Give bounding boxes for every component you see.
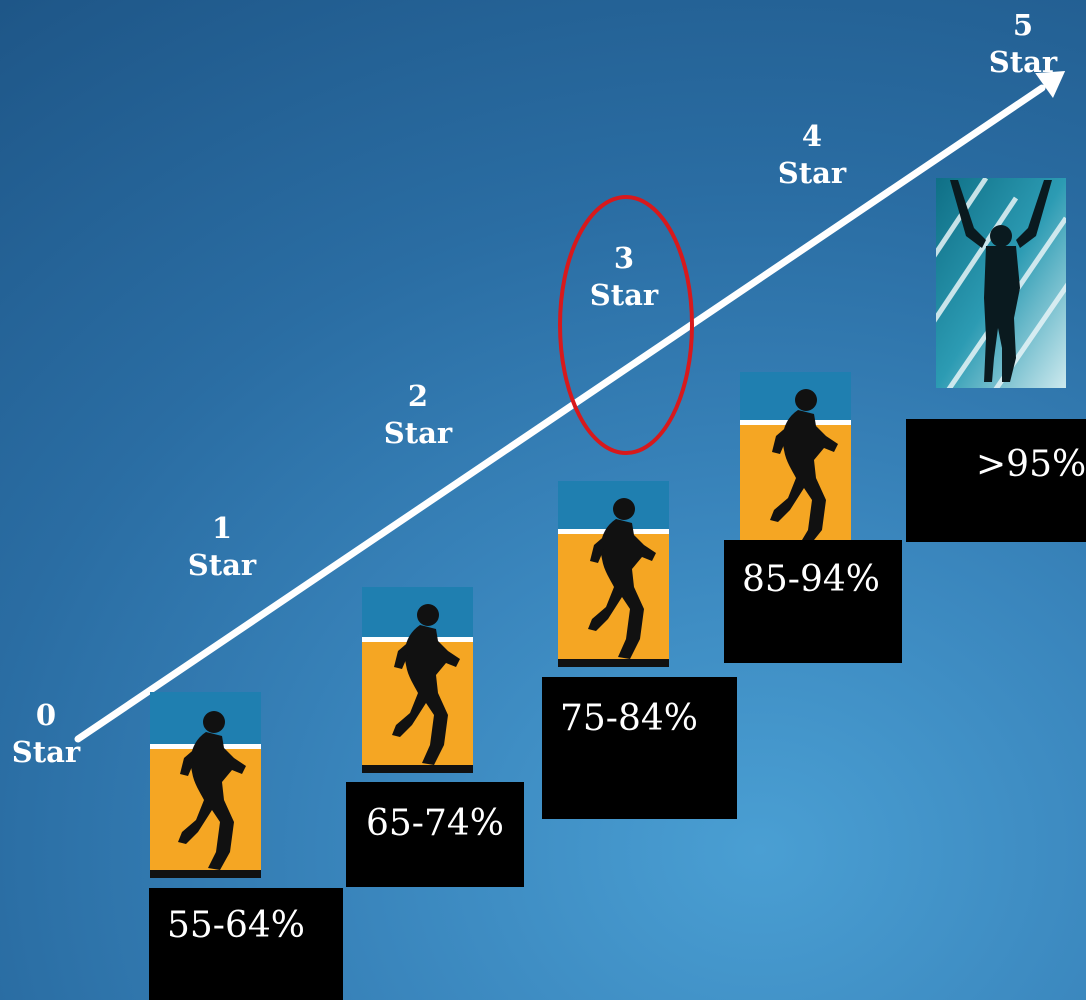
range-label: 85-94% xyxy=(742,559,880,600)
range-box-1-star: 55-64% xyxy=(149,888,343,1000)
range-label: 65-74% xyxy=(366,803,504,844)
star-level-5: 5 Star xyxy=(963,7,1083,81)
star-level-word: Star xyxy=(383,416,453,450)
star-level-2: 2 Star xyxy=(358,378,478,452)
range-box-3-star: 75-84% xyxy=(542,677,737,819)
runner-icon xyxy=(150,692,261,878)
star-level-number: 3 xyxy=(613,241,635,275)
star-level-word: Star xyxy=(777,156,847,190)
star-level-number: 1 xyxy=(211,511,233,545)
finisher-icon xyxy=(936,178,1066,388)
range-label: >95% xyxy=(976,444,1086,485)
star-level-word: Star xyxy=(11,735,81,769)
star-level-1: 1 Star xyxy=(162,510,282,584)
range-label: 75-84% xyxy=(560,698,698,739)
range-box-5-star: >95% xyxy=(906,419,1086,542)
range-label: 55-64% xyxy=(167,905,305,946)
star-level-number: 0 xyxy=(35,698,57,732)
star-level-number: 5 xyxy=(1012,8,1034,42)
star-level-0: 0 Star xyxy=(0,697,106,771)
star-level-4: 4 Star xyxy=(752,118,872,192)
star-level-word: Star xyxy=(988,45,1058,79)
star-level-word: Star xyxy=(589,278,659,312)
star-level-word: Star xyxy=(187,548,257,582)
star-level-3: 3 Star xyxy=(564,240,684,314)
range-box-4-star: 85-94% xyxy=(724,540,902,663)
star-level-number: 2 xyxy=(407,379,429,413)
runner-icon xyxy=(558,481,669,667)
runner-icon xyxy=(740,372,851,540)
star-level-number: 4 xyxy=(801,119,823,153)
range-box-2-star: 65-74% xyxy=(346,782,524,887)
runner-icon xyxy=(362,587,473,773)
